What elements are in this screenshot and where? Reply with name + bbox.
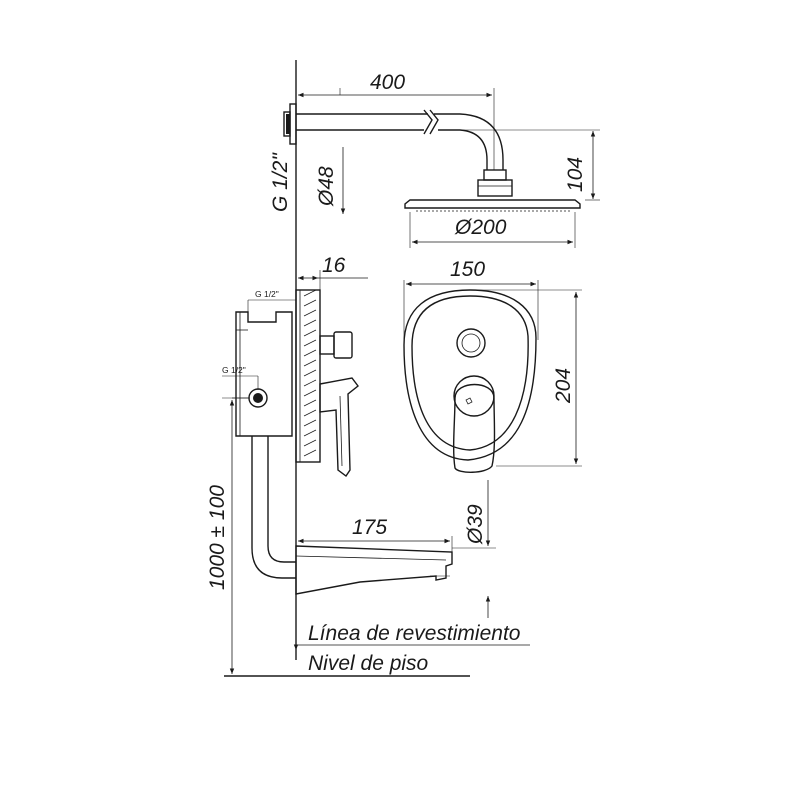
wall-flange (289, 103, 297, 145)
shower-arm (283, 103, 513, 197)
floor-level: Nivel de piso (224, 652, 470, 677)
dim-plate-height: 204 (470, 289, 582, 467)
dim-400-text: 400 (370, 71, 405, 94)
dim-arm-length: 400 (295, 71, 495, 170)
cladding-line: Línea de revestimiento (293, 622, 530, 650)
thread-small-side-text: G 1/2" (222, 365, 246, 375)
spout-pipe (251, 436, 296, 579)
dim-mount-height: 1000 ± 100 (206, 397, 250, 674)
floor-level-text: Nivel de piso (308, 652, 429, 675)
dim-spout-diameter: Ø39 (452, 480, 496, 618)
dim-plate-width: 150 (403, 258, 539, 340)
dim-plate-depth: 16 (298, 254, 368, 290)
cladding-line-text: Línea de revestimiento (308, 622, 521, 645)
cover-plate-front (403, 289, 537, 473)
dim-1000-text: 1000 ± 100 (206, 485, 229, 590)
dim-16-text: 16 (322, 254, 346, 277)
dim-spout-length: 175 (298, 516, 453, 552)
thread-main-text: G 1/2" (269, 152, 292, 212)
cover-plate-side (295, 289, 359, 478)
lever-front (452, 383, 496, 473)
lever-hub (453, 375, 495, 417)
dim-204-text: 204 (552, 368, 575, 404)
shower-head (404, 199, 581, 212)
diverter-knob-front (456, 328, 486, 358)
thread-small-top-text: G 1/2" (255, 289, 279, 299)
thread-small-top: G 1/2" (247, 289, 296, 312)
dim-39-text: Ø39 (464, 504, 487, 545)
dim-175-text: 175 (352, 516, 387, 539)
dim-head-diameter: Ø200 (409, 212, 576, 248)
dim-200-text: Ø200 (454, 216, 507, 239)
dim-48-text: Ø48 (315, 166, 338, 207)
spout (295, 545, 453, 595)
dim-150-text: 150 (450, 258, 485, 281)
dim-104-text: 104 (564, 157, 587, 192)
thread-small-side: G 1/2" (222, 365, 259, 390)
dim-arm-height: 104 (440, 129, 600, 201)
dim-arm-tube: Ø48 (315, 147, 346, 214)
